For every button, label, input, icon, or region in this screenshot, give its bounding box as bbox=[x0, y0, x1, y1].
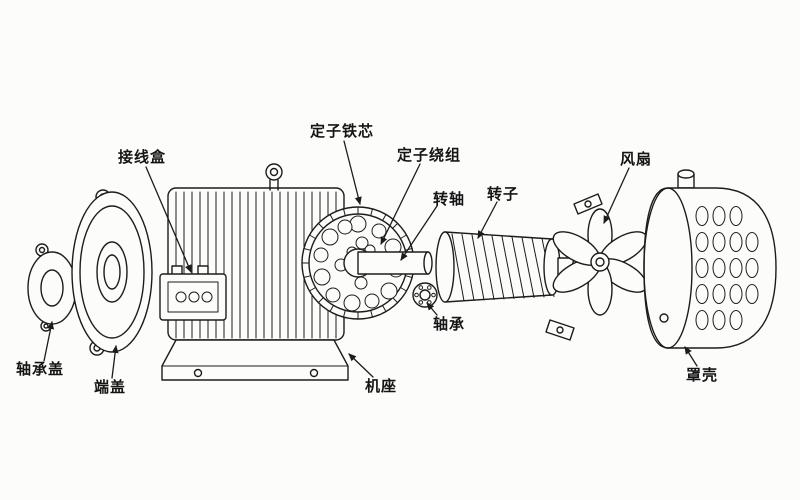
fan-bracket-top bbox=[573, 193, 603, 215]
shell-part bbox=[643, 169, 777, 349]
bearing-cap-part bbox=[27, 243, 77, 332]
label-shell: 罩壳 bbox=[686, 366, 718, 384]
leader-lines bbox=[43, 140, 698, 379]
end-cover-part bbox=[71, 189, 153, 356]
junction-box-part bbox=[159, 265, 227, 321]
label-end-cover: 端盖 bbox=[94, 378, 126, 396]
label-bearing-cap: 轴承盖 bbox=[16, 360, 64, 378]
label-fan: 风扇 bbox=[620, 150, 652, 168]
lifting-eye bbox=[265, 163, 283, 181]
label-bearing: 轴承 bbox=[433, 315, 465, 333]
label-rotor: 转子 bbox=[487, 185, 519, 203]
fan-part bbox=[545, 193, 648, 341]
fan-bracket-bottom bbox=[545, 319, 575, 341]
base-part bbox=[161, 339, 349, 381]
bearing-part bbox=[412, 282, 438, 308]
shaft-part bbox=[357, 251, 433, 275]
label-stator-core: 定子铁芯 bbox=[310, 122, 374, 140]
rotor-part bbox=[435, 231, 581, 303]
label-stator-winding: 定子绕组 bbox=[397, 146, 461, 164]
label-shaft: 转轴 bbox=[433, 190, 465, 208]
rotor-bars bbox=[451, 233, 555, 302]
label-base: 机座 bbox=[365, 377, 397, 395]
shell-vent-holes bbox=[695, 206, 759, 330]
labels: 接线盒 定子铁芯 定子绕组 转轴 转子 风扇 轴承 机座 轴承盖 端盖 罩壳 bbox=[16, 122, 718, 396]
label-junction-box: 接线盒 bbox=[118, 148, 166, 166]
